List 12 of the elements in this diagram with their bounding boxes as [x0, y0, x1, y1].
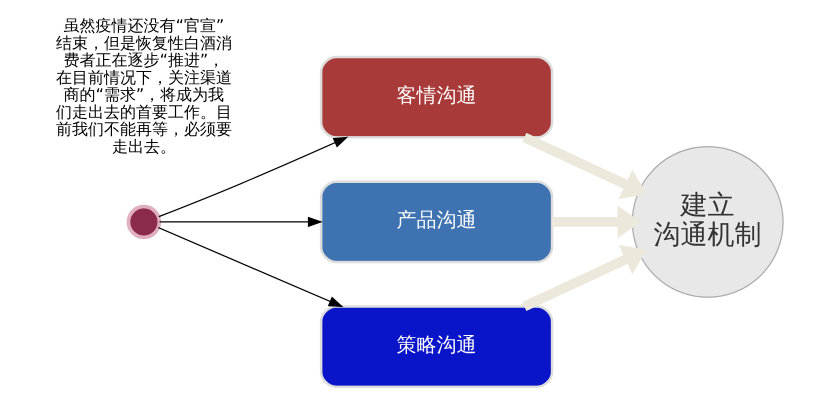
- node-box: 客情沟通: [319, 56, 553, 139]
- arrow: [522, 244, 646, 311]
- arrow: [158, 227, 343, 308]
- arrow: [159, 216, 322, 228]
- label: 虽然疫情还没有“官宣”结束，但是恢复性白酒消费者正在逐步“推进”，在目前情况下，关注渠道商的“需求”，将成为我们走出去的首要工作。目前我们不能再等，必须要走出去。: [55, 16, 232, 156]
- node-circle: [126, 204, 161, 240]
- node-circle: 建立沟通机制: [631, 146, 784, 298]
- node-box: 产品沟通: [319, 180, 553, 264]
- arrow: [522, 132, 646, 200]
- node-box: 策略沟通: [319, 305, 553, 388]
- arrow: [158, 136, 348, 218]
- arrow: [552, 206, 640, 238]
